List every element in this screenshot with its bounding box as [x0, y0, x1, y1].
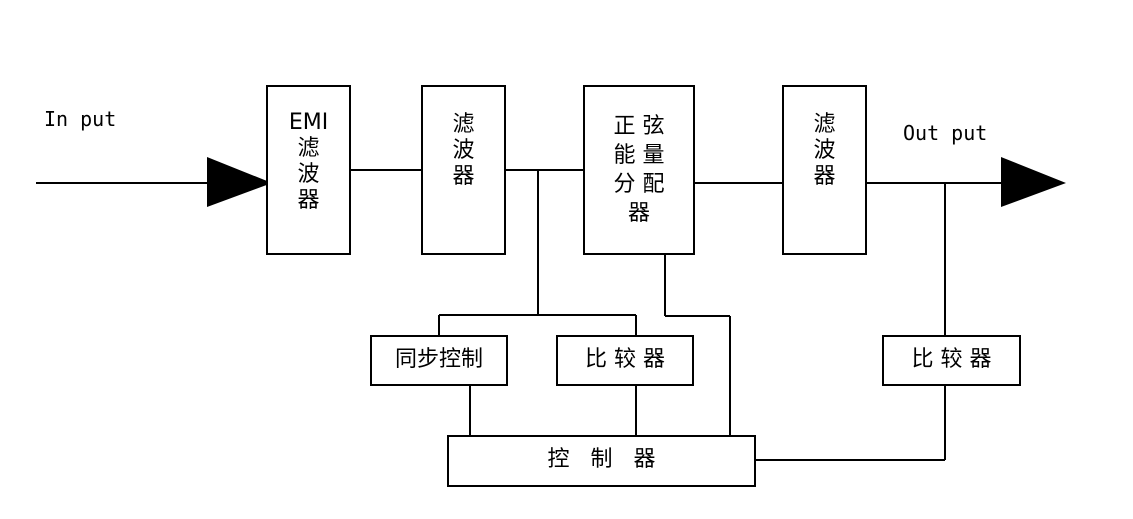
sine-distributor-line-4: 器 — [627, 201, 650, 226]
filter-2-line-1: 滤 — [813, 112, 836, 137]
controller-label: 控 制 器 — [547, 447, 656, 472]
filter-2-line-2: 波 — [813, 138, 836, 163]
filter-1-line-1: 滤 — [452, 112, 475, 137]
filter-2-line-3: 器 — [813, 164, 836, 189]
filter-2-label: 滤 波 器 — [782, 112, 867, 190]
emi-filter-line-3: 波 — [297, 162, 320, 187]
sync-control-label: 同步控制 — [394, 347, 483, 372]
comparator-2-block — [882, 335, 1021, 386]
sine-distributor-line-1: 正 弦 — [613, 114, 665, 139]
controller-block — [447, 435, 756, 487]
filter-1-line-3: 器 — [452, 164, 475, 189]
comparator-1-label: 比 较 器 — [585, 347, 665, 372]
sine-distributor-line-2: 能 量 — [613, 143, 665, 168]
filter-1-line-2: 波 — [452, 138, 475, 163]
output-label: Out put — [903, 121, 988, 145]
filter-1-label: 滤 波 器 — [421, 112, 506, 190]
emi-filter-block — [266, 85, 351, 255]
sync-control-block — [370, 335, 508, 386]
comparator-1-block — [556, 335, 694, 386]
sine-distributor-line-3: 分 配 — [613, 172, 665, 197]
emi-filter-line-1: EMI — [288, 110, 329, 135]
emi-filter-label: EMI 滤 波 器 — [266, 110, 351, 214]
output-arrow-icon — [1001, 157, 1066, 207]
input-arrow-icon — [207, 157, 272, 207]
emi-filter-line-2: 滤 — [297, 136, 320, 161]
emi-filter-line-4: 器 — [297, 188, 320, 213]
sine-distributor-label: 正 弦 能 量 分 配 器 — [583, 112, 695, 228]
input-label: In put — [44, 107, 117, 131]
filter-2-block — [782, 85, 867, 255]
comparator-2-label: 比 较 器 — [911, 347, 992, 372]
filter-1-block — [421, 85, 506, 255]
sine-distributor-block — [583, 85, 695, 255]
